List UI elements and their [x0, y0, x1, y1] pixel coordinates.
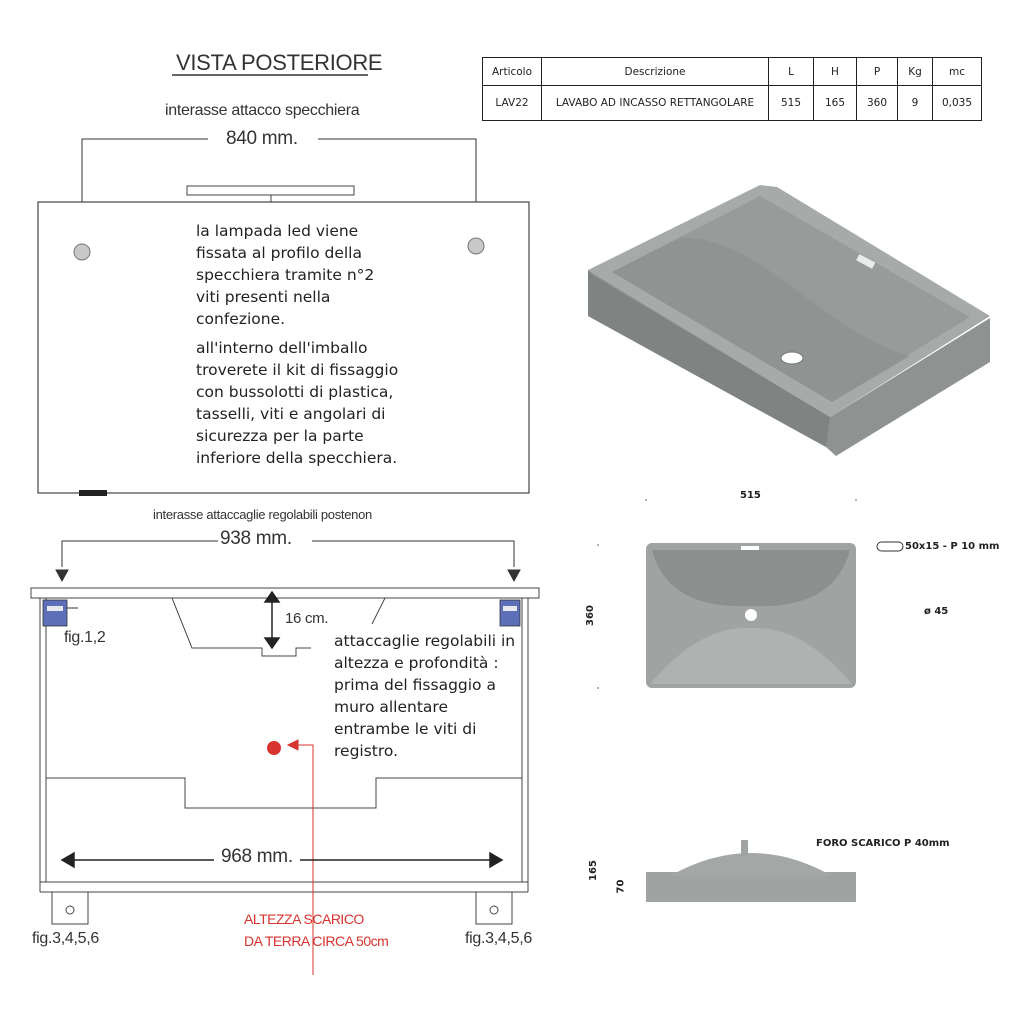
- spec-table-header: Articolo Descrizione L H P Kg mc: [482, 57, 982, 86]
- mirror-screw-left: [73, 243, 91, 261]
- table-row: LAV22 LAVABO AD INCASSO RETTANGOLARE 515…: [483, 85, 982, 121]
- side-height-total-label: 165: [587, 860, 599, 881]
- drain-height-note: ALTEZZA SCARICO DA TERRA CIRCA 50cm: [244, 911, 389, 949]
- bracket-left: [42, 599, 68, 627]
- cell-kg: 9: [897, 85, 933, 121]
- cell-p: 360: [856, 85, 898, 121]
- drain-marker: [267, 741, 281, 755]
- basin-side-view: [646, 840, 856, 902]
- width-968-label: 968 mm.: [219, 846, 295, 868]
- bracket-right-slot: [503, 606, 517, 611]
- side-height-rim-label: 70: [615, 879, 627, 894]
- dimension-16cm: [263, 590, 281, 650]
- basin-3d: [588, 185, 990, 456]
- header-articolo: Articolo: [482, 57, 542, 86]
- basin-depth-label: 360: [584, 605, 596, 626]
- led-lamp: [186, 185, 355, 196]
- foot-left: [51, 891, 89, 925]
- view-title: VISTA POSTERIORE: [176, 50, 383, 75]
- cabinet: [30, 587, 540, 893]
- cell-descrizione: LAVABO AD INCASSO RETTANGOLARE: [541, 85, 769, 121]
- mirror-spacing-value: 840 mm.: [226, 128, 298, 149]
- bracket-spacing-label: interasse attaccaglie regolabili posteno…: [153, 507, 372, 522]
- header-kg: Kg: [897, 57, 933, 86]
- basin-top-view: [646, 543, 856, 688]
- header-mc: mc: [932, 57, 982, 86]
- header-l: L: [768, 57, 814, 86]
- cell-h: 165: [813, 85, 857, 121]
- mirror-bottom-clip: [79, 490, 107, 496]
- header-p: P: [856, 57, 898, 86]
- bracket-note: attaccaglie regolabili in altezza e prof…: [334, 632, 516, 760]
- mirror-screw-right: [467, 237, 485, 255]
- header-descrizione: Descrizione: [541, 57, 769, 86]
- bracket-left-slot: [47, 606, 63, 611]
- drain-arrow: [286, 739, 314, 975]
- cell-mc: 0,035: [932, 85, 982, 121]
- mirror-spacing-label: interasse attacco specchiera: [165, 102, 360, 119]
- led-note: la lampada led viene fissata al profilo …: [196, 222, 375, 328]
- bracket-right: [499, 599, 521, 627]
- fig-3-6-left-label: fig.3,4,5,6: [32, 930, 99, 947]
- bracket-spacing-value: 938 mm.: [220, 528, 292, 549]
- overflow-slot-label: 50x15 - P 10 mm: [905, 541, 1000, 552]
- fig-1-2-label: fig.1,2: [64, 629, 106, 646]
- drain-diameter-label: ø 45: [924, 606, 949, 617]
- overflow-slot-icon: [876, 541, 904, 552]
- mirror-panel: [37, 201, 530, 494]
- foot-right: [475, 891, 513, 925]
- dimension-968: [60, 851, 504, 869]
- kit-note: all'interno dell'imballo troverete il ki…: [196, 339, 399, 467]
- cell-l: 515: [768, 85, 814, 121]
- height-16cm-label: 16 cm.: [285, 610, 329, 627]
- basin-width-label: 515: [740, 490, 761, 501]
- dimension-938: [55, 540, 521, 583]
- cell-articolo: LAV22: [495, 97, 529, 109]
- header-h: H: [813, 57, 857, 86]
- fig-3-6-right-label: fig.3,4,5,6: [465, 930, 532, 947]
- drain-hole-note: FORO SCARICO P 40mm: [816, 838, 950, 849]
- spec-table: Articolo Descrizione L H P Kg mc LAV22 L…: [482, 57, 982, 121]
